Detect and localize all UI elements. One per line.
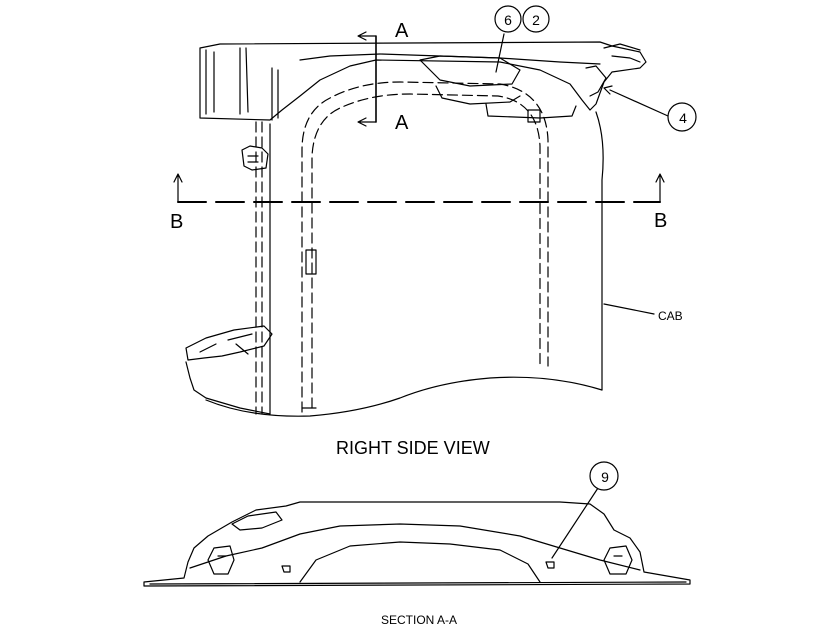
section-a-a-channel (299, 541, 541, 583)
callout-4: 4 (667, 102, 697, 132)
mount-bracket (271, 67, 279, 121)
leader-4 (603, 85, 669, 117)
section-b-arrow-left (173, 173, 183, 203)
callout-4-label: 4 (679, 110, 687, 126)
section-a-a-view (143, 487, 691, 587)
break-line (205, 376, 603, 417)
leader-6 (495, 33, 505, 73)
leader-9 (551, 487, 599, 559)
section-b-label-left: B (170, 211, 183, 233)
leader-cab (603, 303, 655, 315)
section-a-a-flange-line (149, 581, 687, 585)
door-latch (305, 249, 317, 275)
vent-cover (419, 55, 521, 87)
section-a-label-bottom: A (395, 112, 409, 134)
roof-ridge-line (299, 53, 601, 65)
section-a-a-right-bracket (603, 545, 633, 575)
section-a-a-raised-block (231, 511, 283, 531)
fastener-block (527, 109, 541, 123)
callout-2-label: 2 (532, 12, 540, 28)
section-a-a-left-bracket (207, 545, 235, 575)
callout-2: 2 (522, 5, 550, 33)
rear-cap-detail (603, 43, 641, 63)
section-a-label-top: A (395, 20, 409, 42)
callout-6: 6 (494, 5, 522, 33)
lower-step-bracket (185, 325, 273, 361)
right-side-view-title: RIGHT SIDE VIEW (336, 438, 490, 458)
callout-9: 9 (589, 461, 619, 491)
cab-label: CAB (658, 309, 683, 323)
section-a-arrow-bottom (357, 117, 377, 127)
section-b-arrow-right (655, 173, 665, 203)
lower-bracket (485, 103, 577, 119)
callout-9-label: 9 (601, 469, 609, 485)
section-a-a-title: SECTION A-A (381, 613, 457, 627)
door-frame-outer (301, 81, 549, 413)
door-frame-inner (311, 93, 541, 409)
section-b-label-right: B (654, 210, 667, 232)
section-a-a-inner-line (189, 523, 641, 571)
right-side-view (173, 31, 669, 417)
section-a-arrow-top (357, 31, 377, 41)
roof-housing-outline (199, 41, 647, 121)
section-a-a-outline (143, 501, 691, 587)
housing-rib (239, 47, 249, 115)
body-lower-edge (185, 361, 271, 415)
rear-mount (585, 65, 607, 97)
upper-hinge (241, 145, 269, 171)
callout-6-label: 6 (504, 12, 512, 28)
section-a-a-stud-right (545, 561, 555, 569)
section-a-a-stud-left (281, 565, 291, 573)
housing-edge-line (205, 49, 215, 115)
cab-rear-wall (595, 111, 604, 391)
